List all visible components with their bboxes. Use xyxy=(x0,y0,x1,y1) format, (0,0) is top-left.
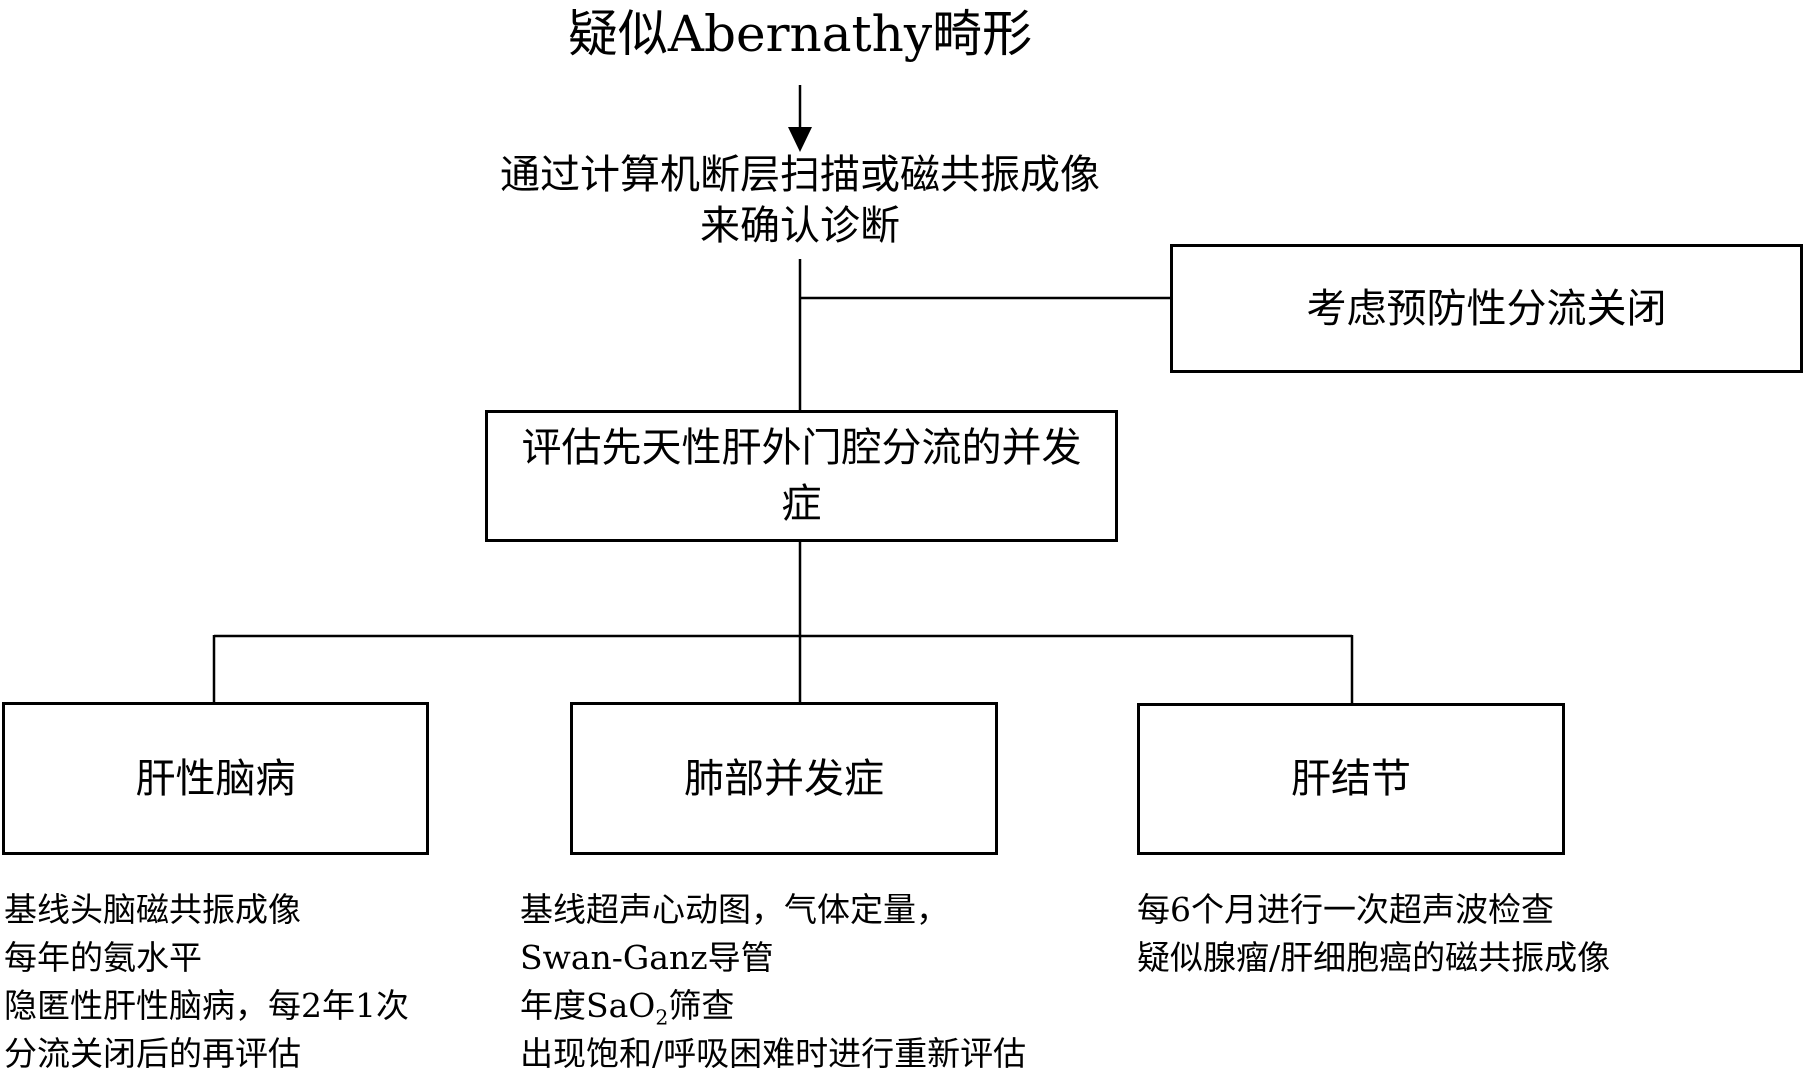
hepatic-encephalopathy-label: 肝性脑病 xyxy=(135,755,296,802)
pulmonary-complications-notes: 基线超声心动图，气体定量， Swan-Ganz导管 年度SaO2筛查 出现饱和/… xyxy=(520,886,1026,1078)
note-line: 年度SaO2筛查 xyxy=(520,982,1026,1030)
hepatic-encephalopathy-notes: 基线头脑磁共振成像 每年的氨水平 隐匿性肝性脑病，每2年1次 分流关闭后的再评估 xyxy=(4,886,409,1078)
note-line: 基线头脑磁共振成像 xyxy=(4,890,301,929)
liver-nodules-notes: 每6个月进行一次超声波检查 疑似腺瘤/肝细胞癌的磁共振成像 xyxy=(1137,886,1610,982)
liver-nodules-label: 肝结节 xyxy=(1291,756,1411,802)
note-line: 隐匿性肝性脑病，每2年1次 xyxy=(4,986,409,1025)
assess-box-label: 评估先天性肝外门腔分流的并发症 xyxy=(522,420,1082,532)
confirm-diagnosis-step: 通过计算机断层扫描或磁共振成像 来确认诊断 xyxy=(500,150,1100,252)
hepatic-encephalopathy-box: 肝性脑病 xyxy=(2,702,429,855)
note-line-post: 筛查 xyxy=(668,986,735,1025)
note-line: 疑似腺瘤/肝细胞癌的磁共振成像 xyxy=(1137,938,1611,977)
pulmonary-complications-box: 肺部并发症 xyxy=(570,702,998,855)
prophylactic-shunt-closure-box: 考虑预防性分流关闭 xyxy=(1170,244,1803,373)
note-line-subscript: 2 xyxy=(655,1005,669,1030)
prophylactic-box-label: 考虑预防性分流关闭 xyxy=(1306,285,1667,332)
pulmonary-complications-label: 肺部并发症 xyxy=(684,755,884,802)
flowchart-title: 疑似Abernathy畸形 xyxy=(567,5,1033,63)
assess-complications-box: 评估先天性肝外门腔分流的并发症 xyxy=(485,410,1118,542)
assess-box-line1: 评估先天性肝外门腔分流的并 xyxy=(521,425,1042,471)
note-line: Swan-Ganz导管 xyxy=(520,938,774,977)
note-line: 每年的氨水平 xyxy=(4,938,202,977)
assess-box-line2: 发症 xyxy=(781,425,1082,527)
note-line-pre: 年度SaO xyxy=(520,986,656,1025)
note-line: 出现饱和/呼吸困难时进行重新评估 xyxy=(520,1034,1027,1073)
note-line: 每6个月进行一次超声波检查 xyxy=(1137,890,1554,929)
arrow-head xyxy=(788,127,812,152)
confirm-step-line2: 来确认诊断 xyxy=(700,203,900,249)
note-line: 基线超声心动图，气体定量， xyxy=(520,890,949,929)
note-line: 分流关闭后的再评估 xyxy=(4,1034,301,1073)
liver-nodules-box: 肝结节 xyxy=(1137,703,1565,855)
confirm-step-line1: 通过计算机断层扫描或磁共振成像 xyxy=(500,152,1100,198)
